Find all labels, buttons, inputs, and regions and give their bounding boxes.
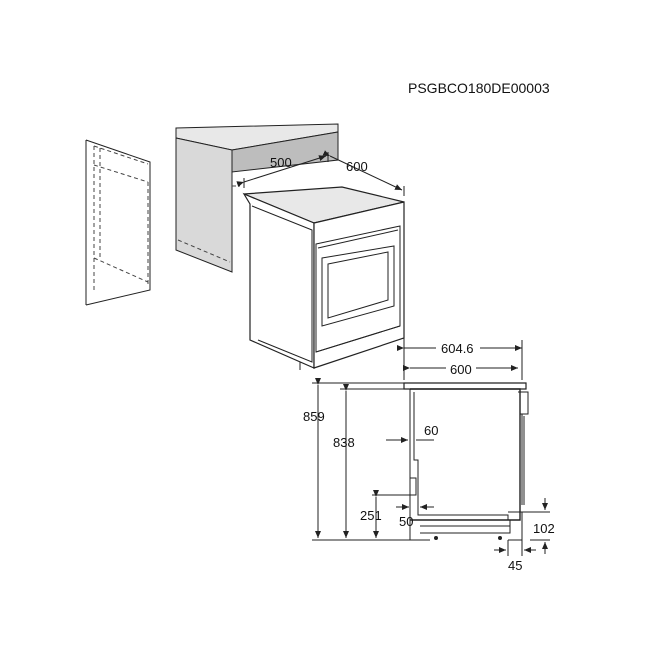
product-code: PSGBCO180DE00003 (408, 80, 550, 96)
height-body-label: 838 (333, 435, 355, 450)
depth-dim-line (236, 155, 327, 187)
total-width-label: 604.6 (441, 341, 474, 356)
iso-dimensions: 500 600 (236, 150, 405, 196)
iso-depth-label: 500 (270, 155, 292, 170)
iso-width-label: 600 (346, 159, 368, 174)
cooker-isometric (242, 186, 405, 370)
foot-offset-label: 251 (360, 508, 382, 523)
side-dimensions: 604.6 600 859 838 60 251 50 102 (303, 340, 555, 573)
plinth-height-label: 102 (533, 521, 555, 536)
side-view (403, 382, 529, 541)
width-label: 600 (450, 362, 472, 377)
overhang-label: 60 (424, 423, 438, 438)
plinth-depth-label: 45 (508, 558, 522, 573)
foot-gap-label: 50 (399, 514, 413, 529)
left-cabinet-outline (85, 139, 151, 306)
height-total-label: 859 (303, 409, 325, 424)
width-dim-line (322, 150, 403, 191)
